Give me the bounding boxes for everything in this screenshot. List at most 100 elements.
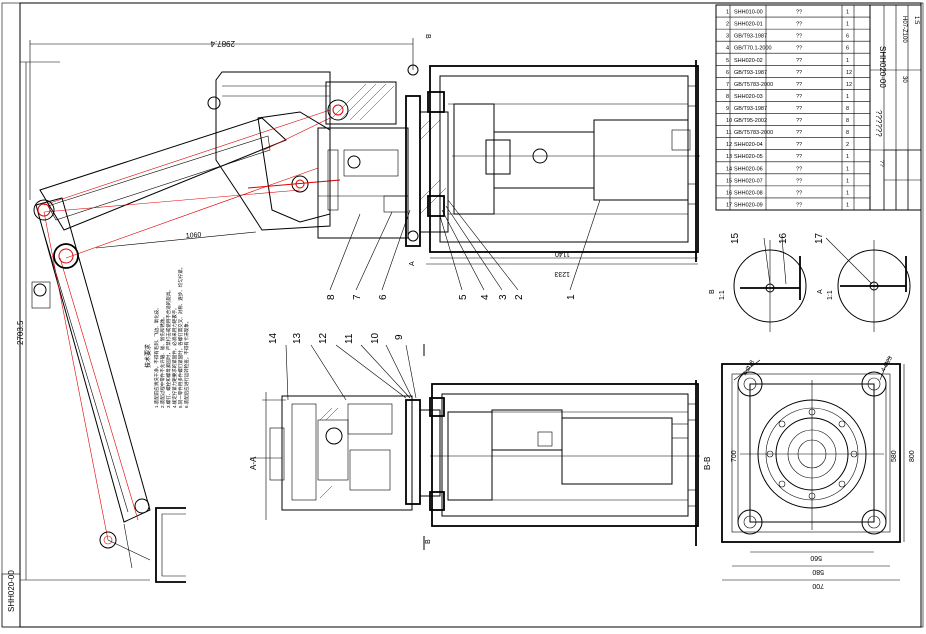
parts-cell-no: 15: [726, 178, 732, 184]
parts-cell-code: GB/T95-2002: [734, 118, 767, 124]
parts-cell-name: ??: [796, 94, 802, 100]
parts-cell-code: SHH020-08: [734, 190, 763, 196]
housing-len-b-label: 1233: [554, 270, 570, 277]
side-drawing-number: SHH020-00: [7, 570, 16, 612]
note-5: 5.同一零件用多件螺钉紧固时，各螺钉需交叉、对称、逐步、均匀拧紧。: [177, 265, 184, 408]
notes-title: 技术要求: [144, 344, 152, 368]
parts-cell-name: ??: [796, 202, 802, 208]
parts-cell-no: 2: [726, 22, 729, 28]
parts-cell-qty: 1: [846, 202, 849, 208]
balloon-13: 13: [292, 332, 303, 344]
parts-cell-qty: 12: [846, 70, 852, 76]
parts-cell-qty: 1: [846, 166, 849, 172]
section-mark-a: A: [409, 261, 416, 266]
parts-cell-qty: 1: [846, 178, 849, 184]
arm-height-dimension: 2703.5: [16, 61, 150, 581]
parts-cell-no: 7: [726, 82, 729, 88]
parts-cell-code: GB/T70.1-2000: [734, 46, 772, 52]
balloon-labels-left: 14 13 12 11 10 9: [268, 332, 405, 344]
housing-len-a-label: 1140: [555, 250, 570, 257]
bolt-circle-label: 560: [810, 554, 822, 561]
parts-cell-qty: 1: [846, 190, 849, 196]
balloon-leaders-top: [329, 199, 601, 291]
robot-arm-view: 1060: [31, 109, 341, 583]
balloon-17: 17: [814, 232, 825, 244]
title-sheets: 30: [901, 76, 907, 83]
parts-cell-no: 1: [726, 10, 729, 16]
parts-cell-no: 4: [726, 46, 729, 52]
parts-cell-code: SHH020-06: [734, 166, 763, 172]
parts-cell-name: ??: [796, 58, 802, 64]
parts-cell-code: SHH020-07: [734, 178, 763, 184]
detail-b-scale: 1:1: [719, 290, 726, 300]
balloon-11: 11: [344, 333, 355, 344]
base-height-label: 580: [891, 450, 898, 462]
arm-segment-label: 1060: [186, 232, 202, 240]
balloon-12: 12: [318, 332, 329, 344]
parts-cell-code: GB/T93-1987: [734, 70, 767, 76]
parts-cell-name: ??: [796, 46, 802, 52]
parts-cell-qty: 12: [846, 82, 852, 88]
gearbox-top-view: [207, 71, 449, 247]
parts-cell-name: ??: [796, 10, 802, 16]
parts-cell-no: 14: [726, 166, 732, 172]
parts-cell-code: SHH020-09: [734, 202, 763, 208]
balloon-14: 14: [268, 332, 279, 344]
parts-cell-no: 8: [726, 94, 729, 100]
flange-dia-label: 700: [731, 450, 738, 462]
base-flange-view: 800 580 700 560 580 700 4-Ø18 4-Ø25: [721, 355, 916, 589]
parts-cell-no: 6: [726, 70, 729, 76]
balloon-6: 6: [378, 294, 389, 300]
balloon-leaders-left: [285, 344, 417, 401]
parts-cell-code: GB/T93-1987: [734, 106, 767, 112]
balloon-4: 4: [480, 294, 491, 300]
section-label-bb: B-B: [703, 457, 712, 470]
parts-cell-qty: 8: [846, 106, 849, 112]
balloon-7: 7: [352, 294, 363, 300]
balloon-3: 3: [498, 294, 509, 300]
drawing-number: SHH020-00: [878, 46, 887, 88]
parts-cell-code: SHH020-04: [734, 142, 763, 148]
parts-cell-code: SHH010-00: [734, 10, 763, 16]
title-name: ??????: [874, 110, 883, 137]
parts-cell-name: ??: [796, 22, 802, 28]
parts-cell-name: ??: [796, 190, 802, 196]
parts-cell-qty: 6: [846, 46, 849, 52]
parts-cell-no: 13: [726, 154, 732, 160]
parts-cell-qty: 6: [846, 34, 849, 40]
parts-cell-no: 9: [726, 106, 729, 112]
detail-view-b: B 1:1: [709, 237, 807, 332]
parts-cell-qty: 8: [846, 130, 849, 136]
parts-cell-qty: 8: [846, 118, 849, 124]
parts-cell-no: 16: [726, 190, 732, 196]
section-view-lower: [250, 380, 700, 546]
parts-cell-name: ??: [796, 142, 802, 148]
detail-a-mark: A: [817, 289, 824, 294]
base-width-label: 800: [909, 450, 916, 462]
parts-cell-code: GB/T5783-2000: [734, 82, 773, 88]
housing-top-view: 1140 1233: [426, 60, 700, 277]
balloon-5: 5: [458, 294, 469, 300]
parts-cell-code: GB/T93-1987: [734, 34, 767, 40]
balloon-16: 16: [778, 232, 789, 244]
note-6: 6.装配后应进行运转检查，不得有卡滞现象。: [183, 319, 190, 408]
detail-b-mark: B: [709, 289, 716, 294]
note-4: 4.规定拧紧力矩要求的紧固件，必须采用力矩扳手。: [171, 305, 178, 408]
arm-height-label: 2703.5: [16, 320, 25, 345]
parts-cell-code: SHH020-05: [734, 154, 763, 160]
note-2: 2.装配过程中零件不允许磕、碰、划伤和锈蚀。: [159, 314, 166, 408]
parts-cell-qty: 1: [846, 154, 849, 160]
balloon-8: 8: [326, 294, 337, 300]
parts-cell-name: ??: [796, 154, 802, 160]
balloon-1: 1: [566, 294, 577, 300]
parts-cell-no: 12: [726, 142, 732, 148]
parts-cell-name: ??: [796, 106, 802, 112]
balloon-2: 2: [514, 294, 525, 300]
technical-notes: 技术要求 1.装配前应清洗干净，不得有毛刺、飞边、氧化皮。 2.装配过程中零件不…: [144, 265, 190, 408]
section-label-aa: A-A: [249, 456, 258, 470]
parts-cell-code: SHH020-02: [734, 58, 763, 64]
title-scale: 1:5: [913, 16, 919, 25]
parts-cell-no: 11: [726, 130, 732, 136]
